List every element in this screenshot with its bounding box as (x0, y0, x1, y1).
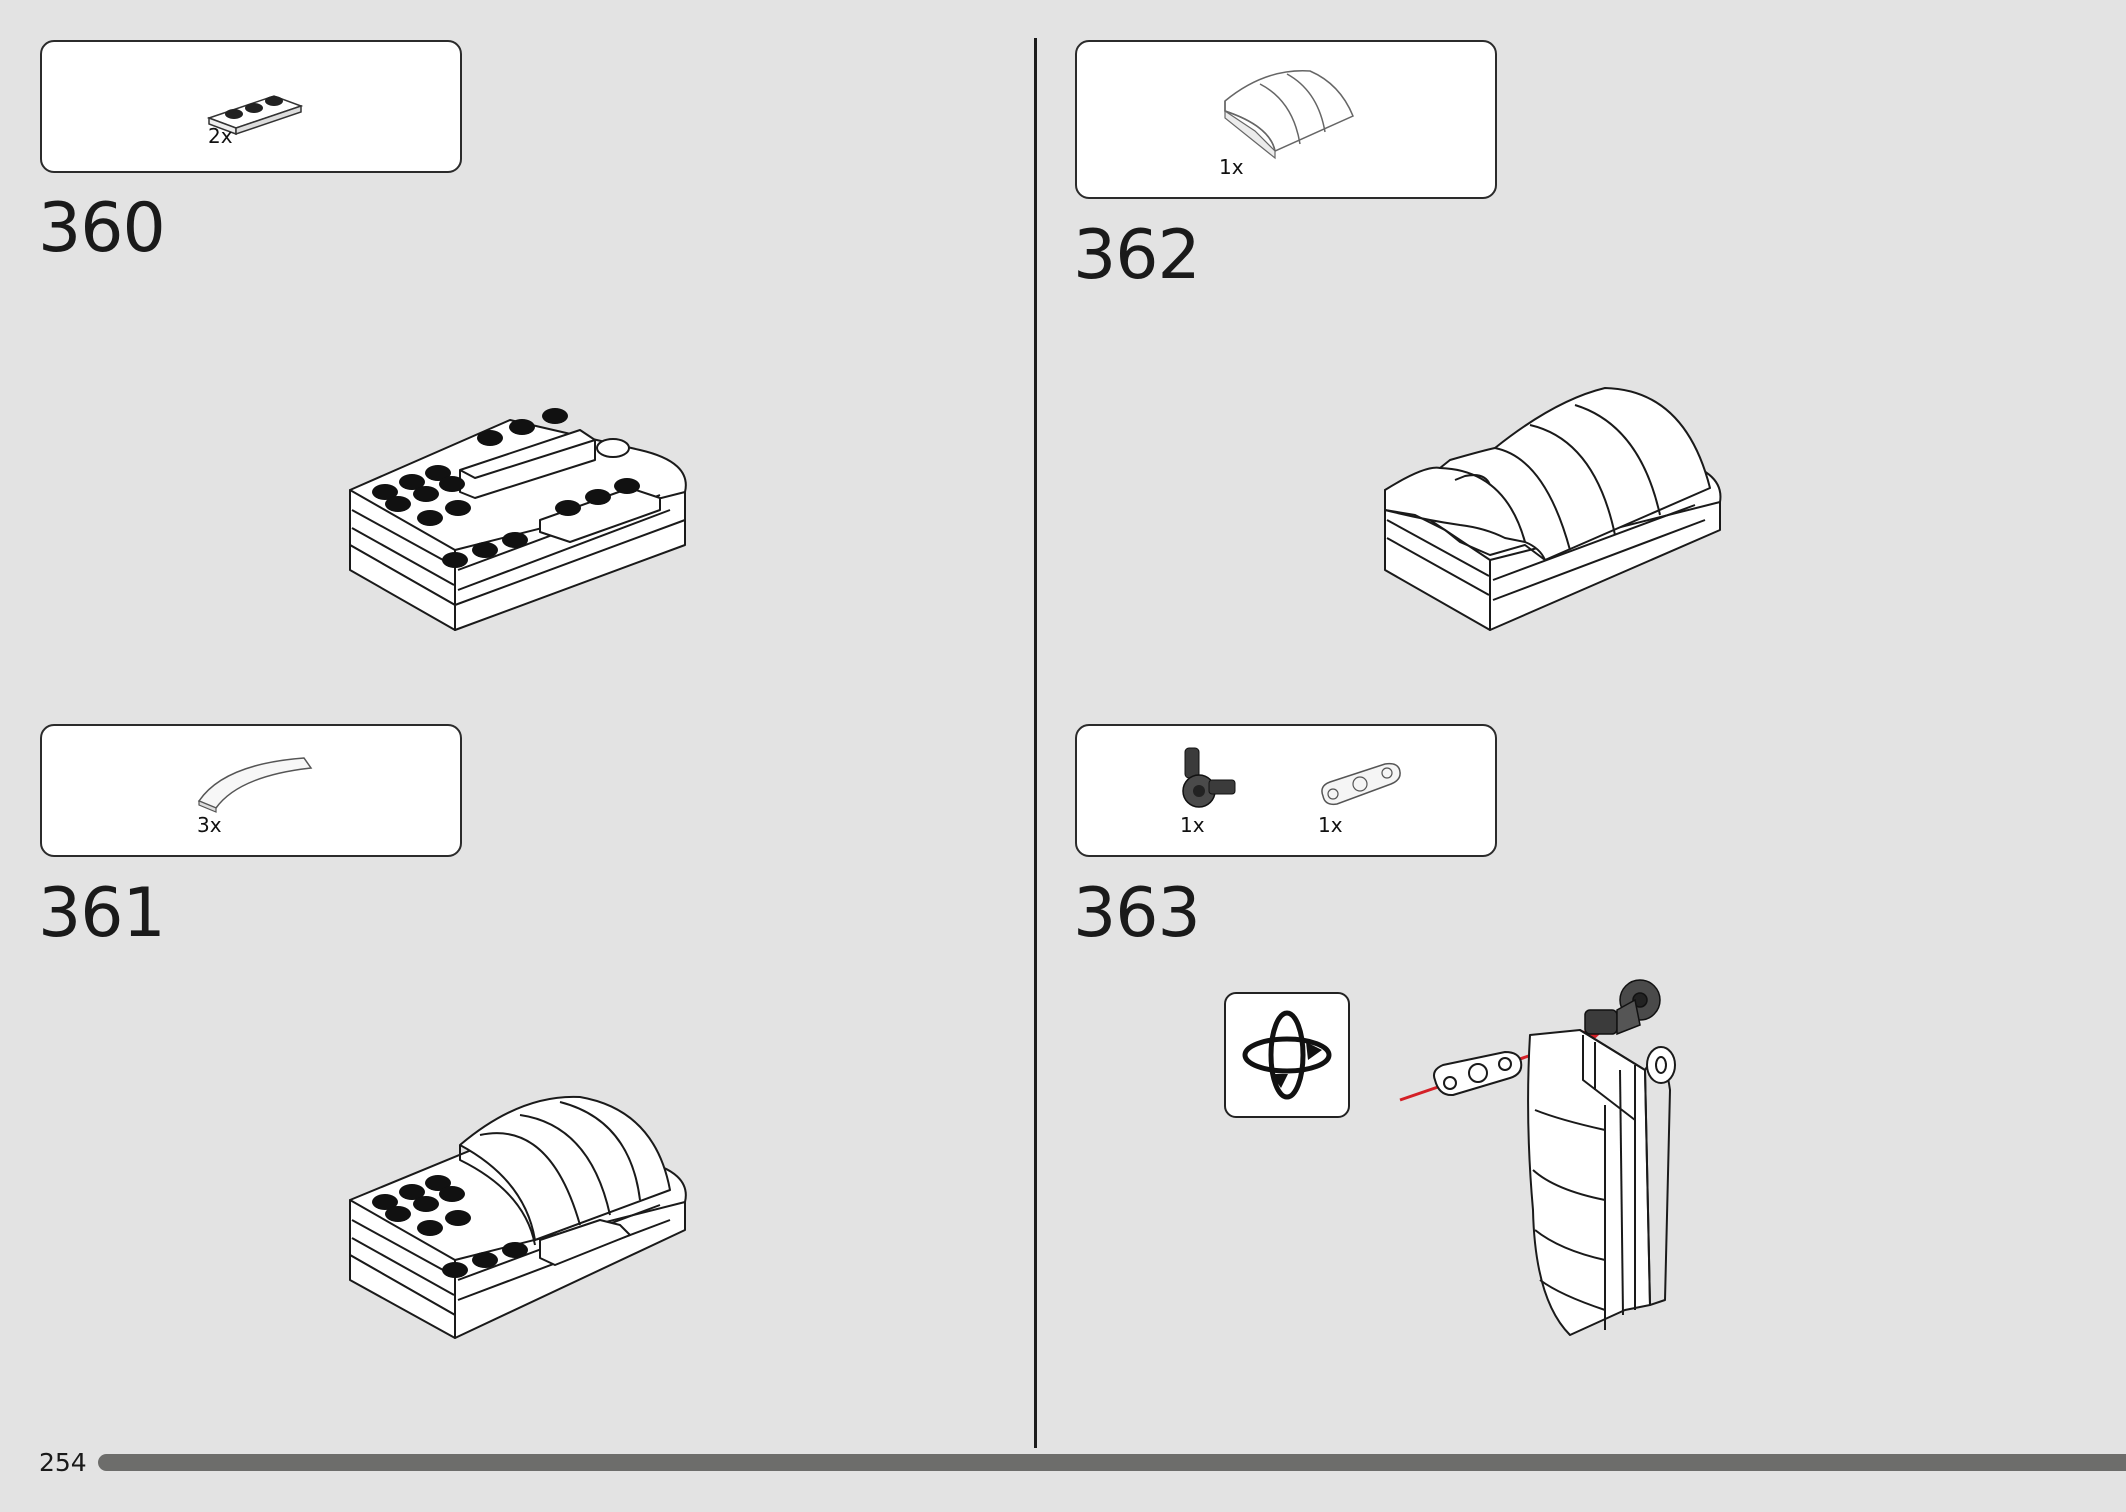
technic-beam-white-icon (1321, 762, 1401, 806)
assembly-model-step-361 (349, 1095, 687, 1339)
page-number: 254 (39, 1448, 87, 1477)
plate-1x3-white-icon (206, 95, 304, 136)
step-number: 360 (38, 189, 166, 268)
assembly-model-step-360 (349, 408, 687, 631)
step-number: 362 (1073, 216, 1201, 295)
step-number: 363 (1073, 874, 1201, 953)
curved-roof-white-icon (1224, 70, 1354, 160)
part-quantity: 3x (197, 813, 222, 837)
assembly-model-step-362 (1384, 387, 1722, 631)
part-quantity: 1x (1219, 155, 1244, 179)
parts-callout-step-361: 3x (40, 724, 462, 857)
part-quantity: 1x (1180, 813, 1205, 837)
assembly-model-step-363 (1399, 979, 1676, 1336)
axle-connector-dark-gray-icon (1182, 747, 1236, 808)
part-quantity: 2x (208, 124, 233, 148)
parts-callout-step-363: 1x 1x (1075, 724, 1497, 857)
step-number: 361 (38, 874, 166, 953)
curved-slope-white-icon (197, 757, 313, 813)
rotate-model-icon (1224, 992, 1350, 1118)
progress-bar (98, 1454, 2126, 1471)
page-divider (1034, 38, 1037, 1448)
parts-callout-step-360: 2x (40, 40, 462, 173)
part-quantity: 1x (1318, 813, 1343, 837)
parts-callout-step-362: 1x (1075, 40, 1497, 199)
